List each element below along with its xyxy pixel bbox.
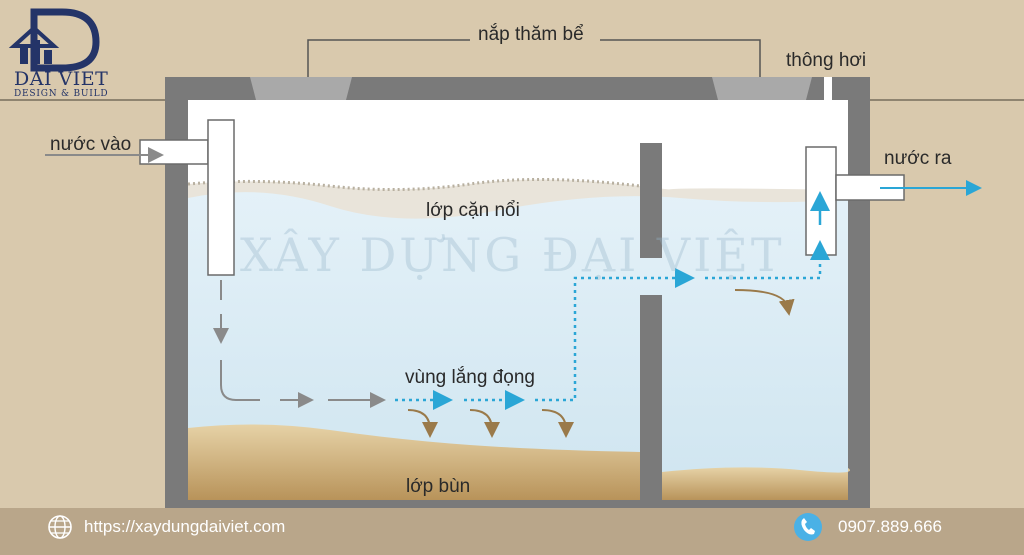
- clear-flow-3: [535, 268, 695, 402]
- globe-icon: [48, 515, 72, 539]
- phone-icon: [794, 513, 822, 541]
- sludge-label: lớp bùn: [406, 476, 471, 497]
- watermark: XÂY DỰNG ĐẠI VIỆT: [240, 228, 785, 282]
- lid-label: nắp thăm bể: [478, 24, 584, 45]
- lid-callout-right: [600, 39, 761, 77]
- lid-cover-right: [712, 77, 812, 100]
- lid-cover-left: [250, 77, 352, 100]
- phone-number[interactable]: 0907.889.666: [838, 517, 942, 536]
- inlet-pipe-horizontal: [139, 139, 209, 165]
- settle-arrow-4: [734, 289, 795, 316]
- logo-mark: [8, 8, 100, 72]
- baffle-lower: [640, 295, 662, 500]
- inlet-pipe-vertical: [207, 119, 235, 276]
- flow-turn: [220, 360, 260, 401]
- outlet-label: nước ra: [884, 148, 952, 169]
- brand-name: DAI VIET: [14, 68, 109, 90]
- settle-arrow-1: [407, 409, 438, 438]
- settle-arrow-3: [541, 409, 574, 438]
- vent-pipe: [824, 77, 832, 103]
- scum-texture: [187, 177, 641, 192]
- baffle-upper: [640, 143, 662, 258]
- settling-label: vùng lắng đọng: [405, 367, 535, 388]
- website-link[interactable]: https://xaydungdaiviet.com: [84, 517, 286, 536]
- lid-callout-left: [307, 39, 470, 77]
- sludge-layer-left: [188, 424, 640, 500]
- brand-tagline: DESIGN & BUILD: [14, 89, 109, 99]
- inlet-label: nước vào: [50, 134, 132, 155]
- footer-bar: [0, 508, 1024, 555]
- scum-label: lớp cặn nổi: [426, 200, 520, 221]
- sludge-layer-right: [662, 467, 850, 500]
- vent-label: thông hơi: [786, 50, 867, 71]
- clear-flow-4: [705, 240, 830, 280]
- settle-arrow-2: [469, 409, 500, 438]
